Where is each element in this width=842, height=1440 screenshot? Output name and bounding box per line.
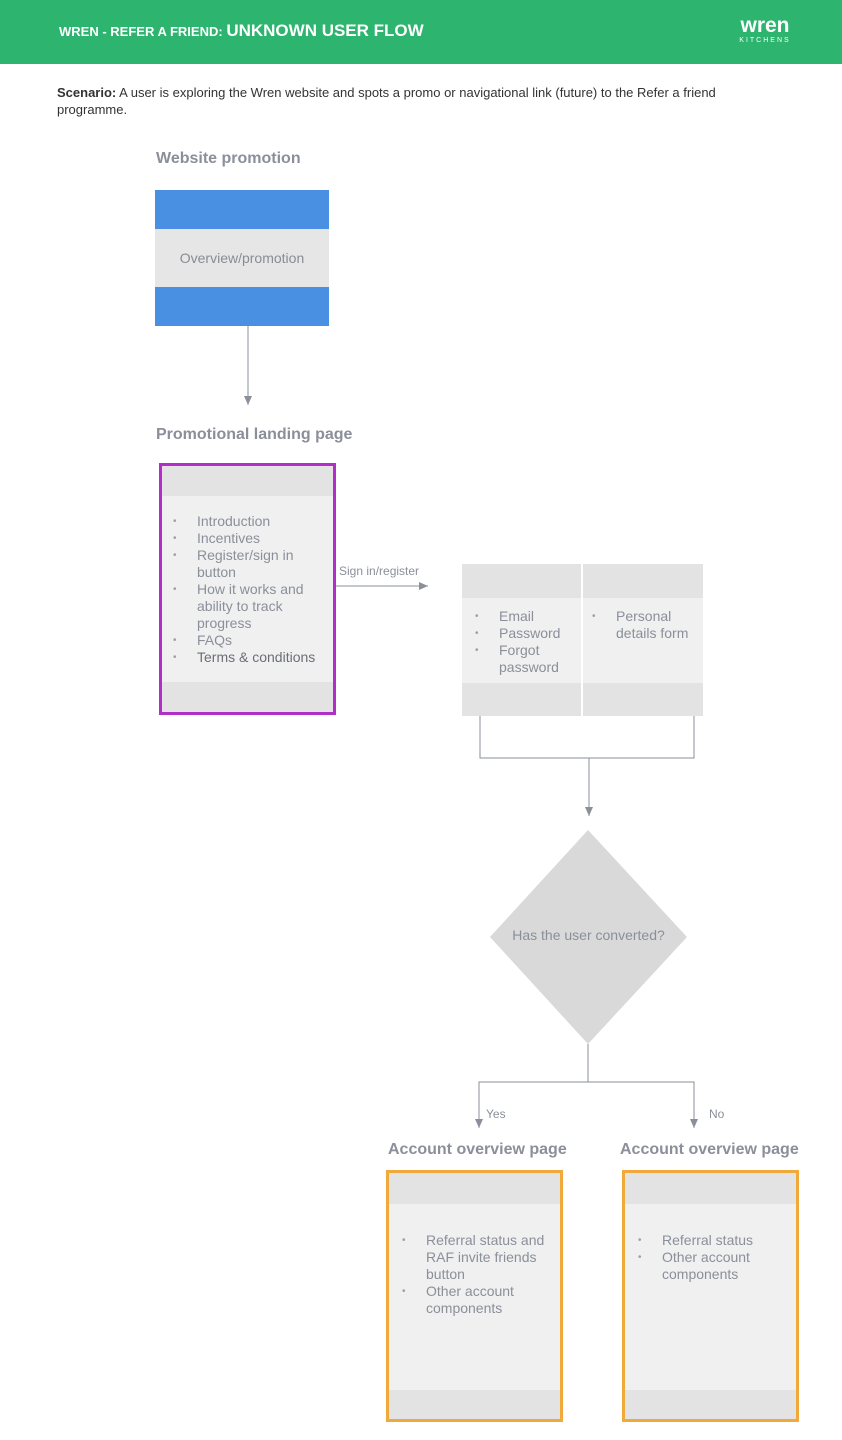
list-item: Terms & conditions (173, 649, 323, 666)
signin-fields-list: Email Password Forgot password (475, 608, 575, 676)
promo-top-band (155, 190, 329, 229)
account-yes-header-band (389, 1173, 560, 1204)
scenario-description: A user is exploring the Wren website and… (57, 85, 716, 117)
list-item: Incentives (173, 530, 323, 547)
title-prefix: WREN - REFER A FRIEND: (59, 24, 227, 39)
list-item: Referral status and RAF invite friends b… (402, 1232, 552, 1283)
website-promotion-title: Website promotion (156, 150, 301, 167)
account-no-footer-band (625, 1390, 796, 1419)
account-yes-footer-band (389, 1390, 560, 1419)
landing-page-wireframe: Introduction Incentives Register/sign in… (159, 463, 336, 715)
account-no-header-band (625, 1173, 796, 1204)
list-item: Referral status (638, 1232, 788, 1249)
promo-bottom-band (155, 287, 329, 326)
landing-page-title: Promotional landing page (156, 426, 353, 443)
account-no-list: Referral status Other account components (638, 1232, 788, 1283)
logo-subtitle: KITCHENS (739, 37, 791, 44)
signin-column-divider (581, 564, 583, 716)
yes-label: Yes (486, 1107, 506, 1121)
website-promotion-wireframe: Overview/promotion (155, 190, 329, 326)
account-overview-no-title: Account overview page (620, 1141, 799, 1158)
list-item: Introduction (173, 513, 323, 530)
account-yes-list: Referral status and RAF invite friends b… (402, 1232, 552, 1317)
signin-register-label: Sign in/register (339, 564, 420, 578)
no-label: No (709, 1107, 725, 1121)
register-fields-list: Personal details form (592, 608, 700, 642)
title-main: UNKNOWN USER FLOW (226, 21, 424, 40)
list-item: Other account components (402, 1283, 552, 1317)
landing-footer-band (162, 682, 333, 712)
list-item: Register/sign in button (173, 547, 323, 581)
scenario-text: Scenario: A user is exploring the Wren w… (57, 84, 787, 118)
list-item: Email (475, 608, 575, 625)
landing-content-list: Introduction Incentives Register/sign in… (173, 513, 323, 666)
signin-register-wireframe: Email Password Forgot password Personal … (462, 564, 703, 716)
list-item: Personal details form (592, 608, 700, 642)
scenario-label: Scenario: (57, 85, 117, 100)
decision-branch-no (588, 1081, 698, 1128)
merge-signin-paths (479, 716, 695, 759)
landing-header-band (162, 466, 333, 496)
logo-word: wren (740, 14, 790, 37)
list-item: FAQs (173, 632, 323, 649)
list-item: Other account components (638, 1249, 788, 1283)
promo-overview-label: Overview/promotion (155, 229, 329, 287)
wren-kitchens-logo: wren KITCHENS (730, 14, 800, 46)
account-overview-no-wireframe: Referral status Other account components (622, 1170, 799, 1422)
page-title: WREN - REFER A FRIEND: UNKNOWN USER FLOW (59, 21, 424, 41)
account-overview-yes-wireframe: Referral status and RAF invite friends b… (386, 1170, 563, 1422)
list-item: How it works and ability to track progre… (173, 581, 323, 632)
list-item: Password (475, 625, 575, 642)
header-bar: WREN - REFER A FRIEND: UNKNOWN USER FLOW… (0, 0, 842, 64)
account-overview-yes-title: Account overview page (388, 1141, 567, 1158)
decision-question: Has the user converted? (512, 927, 665, 943)
list-item: Forgot password (475, 642, 575, 676)
